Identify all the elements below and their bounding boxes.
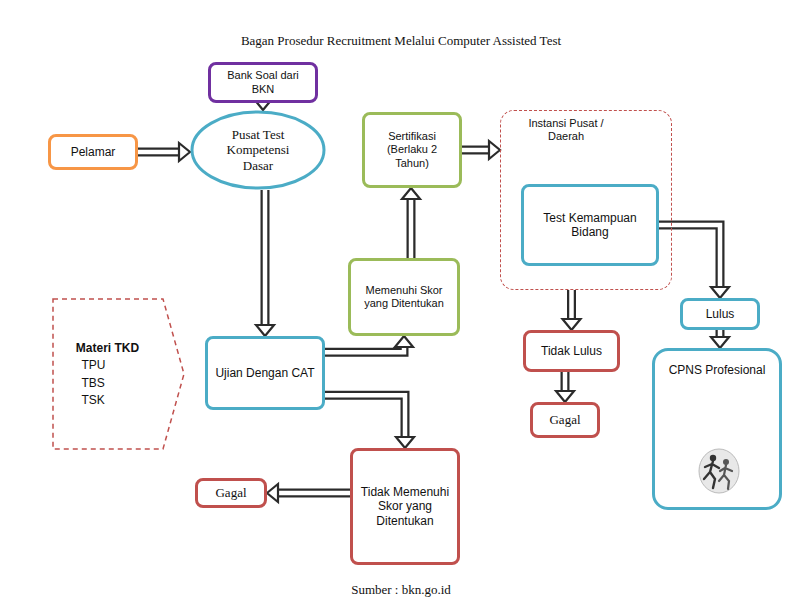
node-label: Lulus <box>688 307 752 321</box>
block-arrow <box>256 190 274 336</box>
source-caption: Sumber : bkn.go.id <box>0 582 802 598</box>
node-label: Sertifikasi (Berlaku 2 Tahun) <box>370 130 454 170</box>
node-label: Bank Soal dari BKN <box>216 69 310 95</box>
source-box: Bank Soal dari BKN <box>208 62 318 103</box>
block-arrow <box>325 395 414 448</box>
block-arrow <box>659 225 729 298</box>
result-box: Tidak Memenuhi Skor yang Ditentukan <box>350 448 460 565</box>
block-arrow <box>138 143 190 161</box>
node-item: TPU <box>76 358 140 372</box>
pass-box: Lulus <box>680 298 760 330</box>
node-label: Instansi Pusat / Daerah <box>511 117 621 143</box>
node-label: Pelamar <box>56 145 130 159</box>
node-label: Materi TKD <box>76 341 140 355</box>
block-arrow <box>563 290 581 330</box>
node-label: Ujian Dengan CAT <box>213 366 317 380</box>
fail-box: Gagal <box>530 402 600 438</box>
material-chevron: Materi TKD TPU TBS TSK <box>52 298 185 450</box>
node-label: Gagal <box>203 485 259 501</box>
runner-illustration <box>696 446 742 496</box>
node-label: Memenuhi Skor yang Ditentukan <box>356 284 452 310</box>
node-label: Test Kemampuan Bidang <box>529 211 651 240</box>
block-arrow <box>711 330 729 348</box>
agency-region: Instansi Pusat / DaerahTest Kemampuan Bi… <box>500 110 672 290</box>
node-label: Tidak Memenuhi Skor yang Ditentukan <box>358 485 452 528</box>
diagram-title: Bagan Prosedur Recruitment Melalui Compu… <box>0 33 802 49</box>
block-arrow <box>462 141 500 159</box>
node-label: Tidak Lulus <box>531 344 612 358</box>
test-box: Test Kemampuan Bidang <box>521 184 659 266</box>
result-box: Tidak Lulus <box>523 330 620 372</box>
node-item: TSK <box>76 393 140 407</box>
block-arrow <box>325 336 413 352</box>
outcome-box: CPNS Profesional <box>652 348 782 510</box>
result-box: Memenuhi Skor yang Ditentukan <box>348 258 460 336</box>
actor-box: Pelamar <box>48 134 138 170</box>
material-chevron-outline <box>52 298 185 450</box>
node-label: CPNS Profesional <box>660 363 774 377</box>
process-ellipse: Pusat Test Kompetensi Dasar <box>190 110 326 190</box>
node-item: TBS <box>76 376 140 390</box>
block-arrow <box>267 484 350 502</box>
block-arrow <box>556 372 574 402</box>
fail-box: Gagal <box>195 478 267 508</box>
process-box: Ujian Dengan CAT <box>205 336 325 410</box>
node-label: Pusat Test Kompetensi Dasar <box>212 127 304 174</box>
certificate-box: Sertifikasi (Berlaku 2 Tahun) <box>362 112 462 188</box>
block-arrow <box>402 188 420 258</box>
node-label: Gagal <box>538 412 592 428</box>
